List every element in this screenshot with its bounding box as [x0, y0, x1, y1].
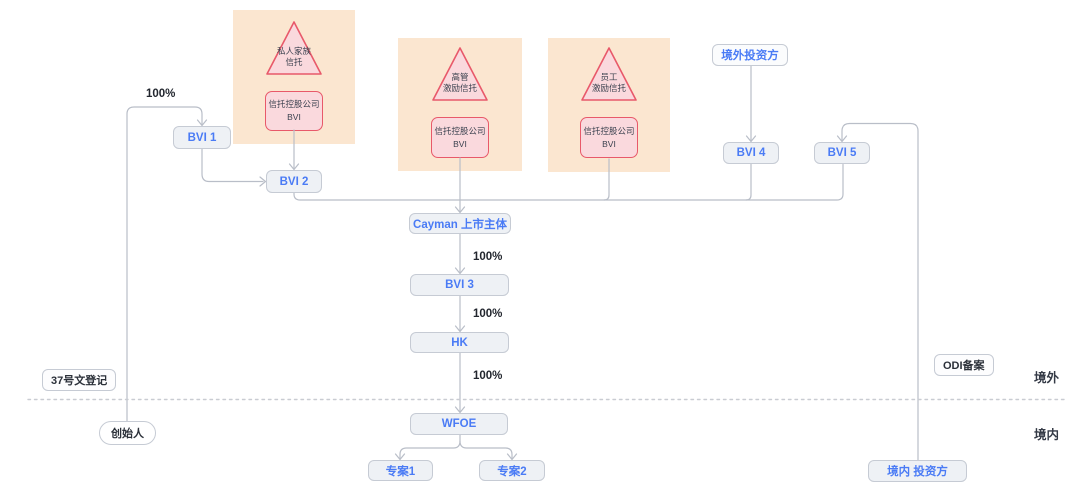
odi-filing-tag[interactable]: ODI备案 [934, 354, 994, 376]
arrowhead-bvi1 [196, 119, 208, 127]
wire-wfoe-to-project2 [459, 440, 513, 459]
node-wfoe[interactable]: WFOE [410, 413, 508, 435]
arrowhead-bvi3 [454, 267, 466, 275]
founder-node[interactable]: 创始人 [99, 421, 156, 445]
node-bvi5[interactable]: BVI 5 [814, 142, 870, 164]
wire-bus [293, 163, 844, 201]
wire-domestic-to-bvi5 [841, 122, 919, 461]
node-bvi3[interactable]: BVI 3 [410, 274, 509, 296]
executive-trust-holdco[interactable]: 信托控股公司 BVI [431, 117, 489, 158]
holdco-label-line2: BVI [602, 138, 616, 149]
trust-label-line1: 私人家族 [276, 45, 311, 56]
arrowhead-bvi4 [745, 135, 757, 143]
arrowhead-bvi2-top [288, 163, 300, 171]
holdco-label-line2: BVI [287, 112, 301, 122]
node-bvi1[interactable]: BVI 1 [173, 126, 231, 149]
percent-hk-wfoe: 100% [473, 370, 503, 382]
circular37-registration-tag[interactable]: 37号文登记 [42, 369, 117, 391]
arrowhead-wfoe [454, 406, 466, 414]
triangle-shape [266, 21, 322, 75]
trust-group-employee: 员工 激励信托 信托控股公司 BVI [548, 38, 670, 172]
trust-group-executive: 高管 激励信托 信托控股公司 BVI [398, 38, 522, 171]
executive-trust-triangle[interactable]: 高管 激励信托 [431, 46, 489, 102]
trust-label-line2: 激励信托 [591, 83, 626, 94]
family-trust-holdco[interactable]: 信托控股公司 BVI [265, 91, 323, 131]
node-bvi4[interactable]: BVI 4 [723, 142, 779, 164]
wire-founder-to-bvi1 [126, 106, 203, 424]
node-hk[interactable]: HK [410, 332, 509, 353]
trust-label-line1: 高管 [451, 71, 469, 82]
employee-trust-label: 员工 激励信托 [580, 72, 638, 95]
percent-founder-bvi1: 100% [146, 88, 176, 100]
arrowhead-bvi5 [836, 135, 848, 143]
employee-trust-holdco[interactable]: 信托控股公司 BVI [580, 117, 638, 158]
holdco-label-line2: BVI [453, 138, 467, 149]
wire-bvi4-to-bus [745, 163, 752, 201]
trust-label-line2: 激励信托 [442, 83, 477, 94]
node-overseas-investor[interactable]: 境外投资方 [712, 44, 788, 66]
arrowhead-cayman [454, 206, 466, 214]
executive-trust-label: 高管 激励信托 [431, 72, 489, 95]
node-project1[interactable]: 专案1 [368, 460, 433, 481]
node-bvi2[interactable]: BVI 2 [266, 170, 322, 193]
holdco-label-line1: 信托控股公司 [268, 99, 320, 110]
arrowhead-bvi2-left [259, 176, 267, 187]
arrowhead-project1 [394, 453, 406, 461]
zone-label-onshore: 境内 [1034, 428, 1060, 442]
node-cayman-listco[interactable]: Cayman 上市主体 [409, 213, 511, 234]
percent-bvi3-hk: 100% [473, 308, 503, 320]
trust-group-family: 私人家族 信托 信托控股公司 BVI [233, 10, 355, 144]
wire-trust3-to-bus [603, 158, 610, 201]
arrowhead-project2 [506, 453, 518, 461]
employee-trust-triangle[interactable]: 员工 激励信托 [580, 46, 638, 102]
arrowhead-hk [454, 325, 466, 333]
wire-wfoe-to-project1 [399, 434, 461, 459]
triangle-shape [581, 47, 637, 101]
family-trust-triangle[interactable]: 私人家族 信托 [265, 20, 323, 76]
trust-label-line1: 员工 [600, 71, 618, 82]
trust-label-line2: 信托 [285, 57, 303, 68]
wire-bvi1-to-bvi2 [201, 148, 264, 183]
holdco-label-line1: 信托控股公司 [583, 125, 635, 136]
node-project2[interactable]: 专案2 [479, 460, 545, 481]
family-trust-label: 私人家族 信托 [265, 46, 323, 69]
holdco-label-line1: 信托控股公司 [434, 125, 486, 136]
triangle-shape [432, 47, 488, 101]
node-domestic-investor[interactable]: 境内 投资方 [868, 460, 967, 482]
percent-cayman-bvi3: 100% [473, 251, 503, 263]
zone-label-offshore: 境外 [1034, 371, 1060, 385]
